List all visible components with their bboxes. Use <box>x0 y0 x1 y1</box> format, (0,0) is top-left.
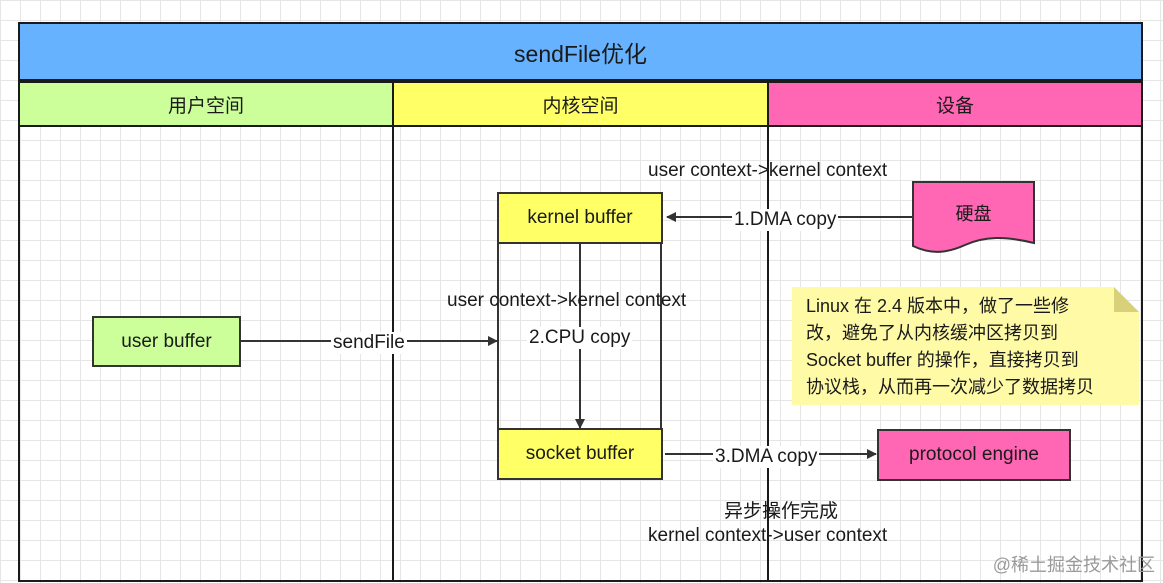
note-box: Linux 在 2.4 版本中，做了一些修 改，避免了从内核缓冲区拷贝到 Soc… <box>792 287 1139 405</box>
user-buffer-node: user buffer <box>92 316 241 367</box>
context-switch-label-bottom: kernel context->user context <box>648 525 888 546</box>
lane-header-user-space: 用户空间 <box>18 81 394 127</box>
context-switch-label-top: user context->kernel context <box>648 160 888 181</box>
note-line: Socket buffer 的操作，直接拷贝到 <box>806 350 1079 370</box>
protocol-engine-node: protocol engine <box>877 429 1071 481</box>
sendfile-label: sendFile <box>331 332 407 354</box>
context-switch-label-mid: user context->kernel context <box>447 290 687 311</box>
disk-shape <box>912 181 1035 253</box>
kernel-buffer-node: kernel buffer <box>497 192 663 244</box>
dma-copy-1-label: 1.DMA copy <box>732 209 839 231</box>
lane-device <box>767 127 1143 582</box>
disk-node-label: 硬盘 <box>955 204 992 224</box>
async-complete-label: 异步操作完成 <box>724 501 839 522</box>
diagram-title: sendFile优化 <box>18 22 1143 81</box>
dma-copy-3-label: 3.DMA copy <box>713 446 820 468</box>
note-line: 改，避免了从内核缓冲区拷贝到 <box>806 323 1058 343</box>
watermark: @稀土掘金技术社区 <box>992 555 1155 575</box>
lane-header-kernel-space: 内核空间 <box>392 81 769 127</box>
socket-buffer-node: socket buffer <box>497 428 663 480</box>
note-line: Linux 在 2.4 版本中，做了一些修 <box>806 296 1070 316</box>
note-line: 协议栈，从而再一次减少了数据拷贝 <box>806 377 1094 397</box>
cpu-copy-label: 2.CPU copy <box>527 327 633 349</box>
lane-header-device: 设备 <box>767 81 1143 127</box>
